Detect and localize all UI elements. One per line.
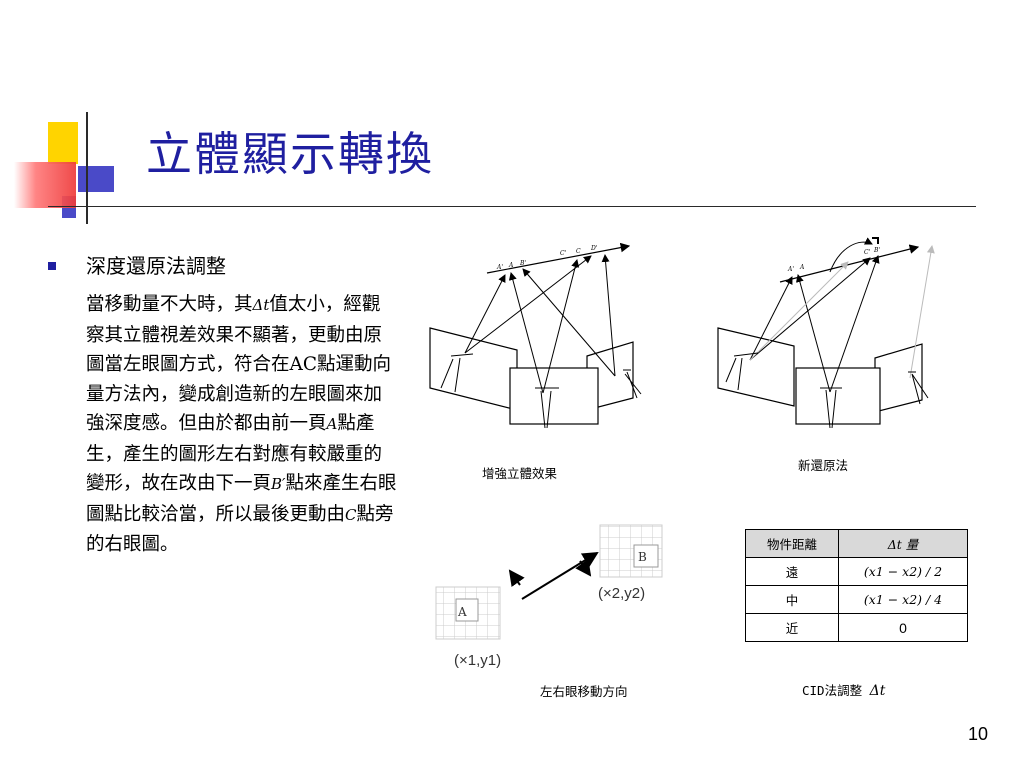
enhance-label-a-prime: A': [496, 264, 503, 271]
bullet-heading: 深度還原法調整: [86, 254, 226, 278]
table-header-distance: 物件距離: [745, 529, 839, 558]
table-row: 近 0: [745, 613, 968, 642]
enhance-label-c-prime: C': [560, 250, 567, 257]
left-view-plane: [429, 327, 518, 411]
movement-main-arrow: [521, 551, 599, 600]
para-part-2: 值太小，經觀察其立體視差效果不顯著，更動由原圖當左眼圖方式，符合在AC點運動向量…: [86, 294, 392, 434]
enhance-baseline: [486, 242, 631, 274]
grid-b-label: B: [638, 550, 647, 564]
point-b-label: B′: [271, 475, 286, 493]
title-underline: [48, 206, 976, 207]
cid-table-wrapper: 物件距離 Δt 量 遠 (x1 − x2) / 2 中 (x1 − x2) / …: [745, 529, 968, 642]
page-title: 立體顯示轉換: [146, 127, 434, 181]
cid-caption: CID法調整 Δt: [802, 680, 885, 699]
restore-caption: 新還原法: [798, 458, 849, 473]
point-c-label: C: [345, 505, 357, 524]
restore-label-c-prime: C': [864, 249, 871, 256]
decor-logo: [0, 0, 140, 230]
enhance-stereo-figure: A' A B' C' C D': [429, 242, 642, 429]
para-part-3: 點產生，產生的圖形左右對應有較嚴重的變形，故在改由下一頁: [86, 413, 383, 494]
movement-up-arrow: [508, 569, 525, 588]
movement-down-arrow: [575, 558, 592, 577]
cid-table: 物件距離 Δt 量 遠 (x1 − x2) / 2 中 (x1 − x2) / …: [745, 529, 968, 642]
table-row: 中 (x1 − x2) / 4: [745, 585, 968, 614]
point-a-label: A: [326, 415, 338, 433]
cid-caption-text: CID法調整: [802, 683, 863, 698]
movement-coord-1: (×1,y1): [454, 652, 501, 669]
table-header-row: 物件距離 Δt 量: [745, 529, 968, 558]
table-cell-distance: 遠: [745, 557, 839, 586]
decor-vertical-line: [86, 112, 88, 224]
center-view-plane: [509, 367, 599, 425]
bullet-marker: [48, 262, 56, 270]
table-cell-distance: 中: [745, 585, 839, 614]
movement-figure: A B (×1,y1) (×2,y2): [435, 524, 663, 669]
restore-label-b-prime: B': [873, 247, 880, 254]
page-number: 10: [967, 724, 988, 744]
decor-blue-square: [78, 166, 114, 192]
enhance-caption: 增強立體效果: [482, 466, 558, 481]
grid-a-label: A: [457, 605, 467, 619]
bullet-paragraph: 當移動量不大時，其Δt值太小，經觀察其立體視差效果不顯著，更動由原圖當左眼圖方式…: [86, 290, 398, 560]
table-cell-distance: 近: [745, 613, 839, 642]
table-cell-amount: 0: [838, 613, 968, 642]
decor-yellow-square: [48, 122, 78, 164]
restore-marker-icon: [872, 237, 879, 244]
table-header-amount: Δt 量: [838, 529, 968, 558]
enhance-label-b-prime: B': [519, 260, 526, 267]
para-part-5: 點旁的右眼圖。: [86, 503, 394, 556]
movement-coord-2: (×2,y2): [598, 585, 645, 602]
table-row: 遠 (x1 − x2) / 2: [745, 557, 968, 586]
movement-caption: 左右眼移動方向: [540, 684, 628, 699]
enhance-label-d-prime: D': [590, 245, 598, 252]
enhance-label-c: C: [576, 248, 581, 255]
restore-figure: A' A C' B': [717, 237, 935, 429]
cid-caption-symbol: Δt: [869, 683, 886, 699]
delta-t-symbol: Δt: [252, 296, 270, 314]
table-cell-amount: (x1 − x2) / 2: [838, 557, 968, 586]
enhance-label-a: A: [508, 262, 514, 269]
table-cell-amount: (x1 − x2) / 4: [838, 585, 968, 614]
restore-label-a: A: [799, 264, 805, 271]
para-part-4: 點來產生右眼圖點比較洽當，所以最後更動由: [86, 473, 397, 525]
decor-red-square: [14, 162, 76, 208]
restore-curve-arrow: [829, 237, 873, 273]
restore-label-a-prime: A': [787, 266, 794, 273]
para-part-1: 當移動量不大時，其: [86, 294, 253, 315]
